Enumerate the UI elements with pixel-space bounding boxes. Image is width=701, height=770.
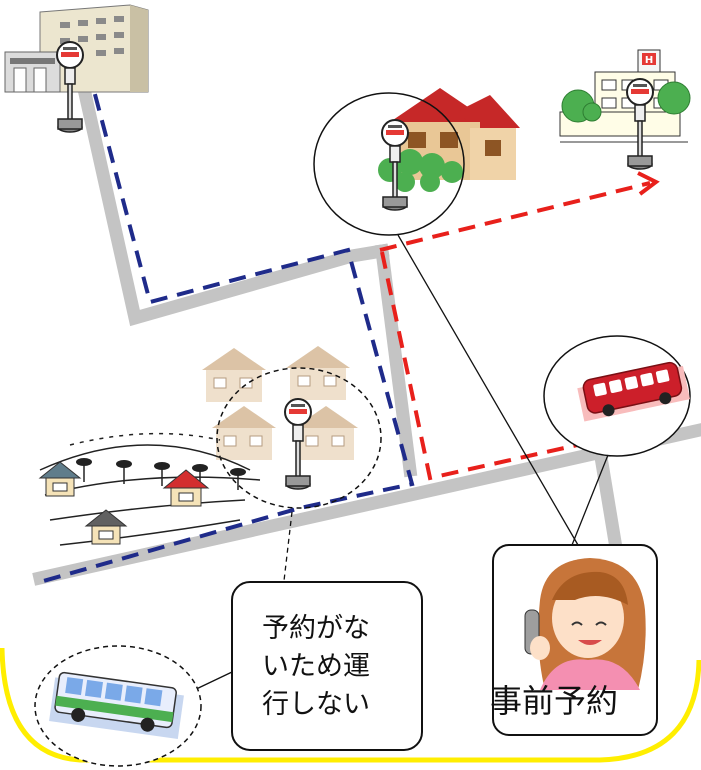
red-arrowhead [637,171,660,196]
red-route [379,181,651,481]
callout-line-1: 予約がな [262,613,370,644]
callout-line-2: いため運 [262,651,370,682]
red-house-icon [162,469,210,507]
svg-text:H: H [645,55,653,66]
house-icon [378,88,520,192]
roads [32,72,701,586]
dashed-highlight-circle [216,367,382,509]
bus-icon [49,671,184,740]
phone-person-icon [524,558,646,690]
service-area-border [0,647,701,763]
reservation-line [397,234,579,546]
callout-line-3: 行しない [262,689,370,720]
farmland-icon [39,432,261,546]
reservation-label: 事前予約 [490,682,619,720]
hospital-icon: H [559,49,691,143]
reservation-line [571,454,609,546]
callout-box [231,581,423,751]
gray-house-icon [84,509,128,545]
residential-houses [201,345,359,461]
highlight-circle [313,92,465,236]
blue-route [39,67,415,584]
callout-text: 予約がな いため運 行しない [232,582,422,750]
bus-icon [577,361,691,422]
